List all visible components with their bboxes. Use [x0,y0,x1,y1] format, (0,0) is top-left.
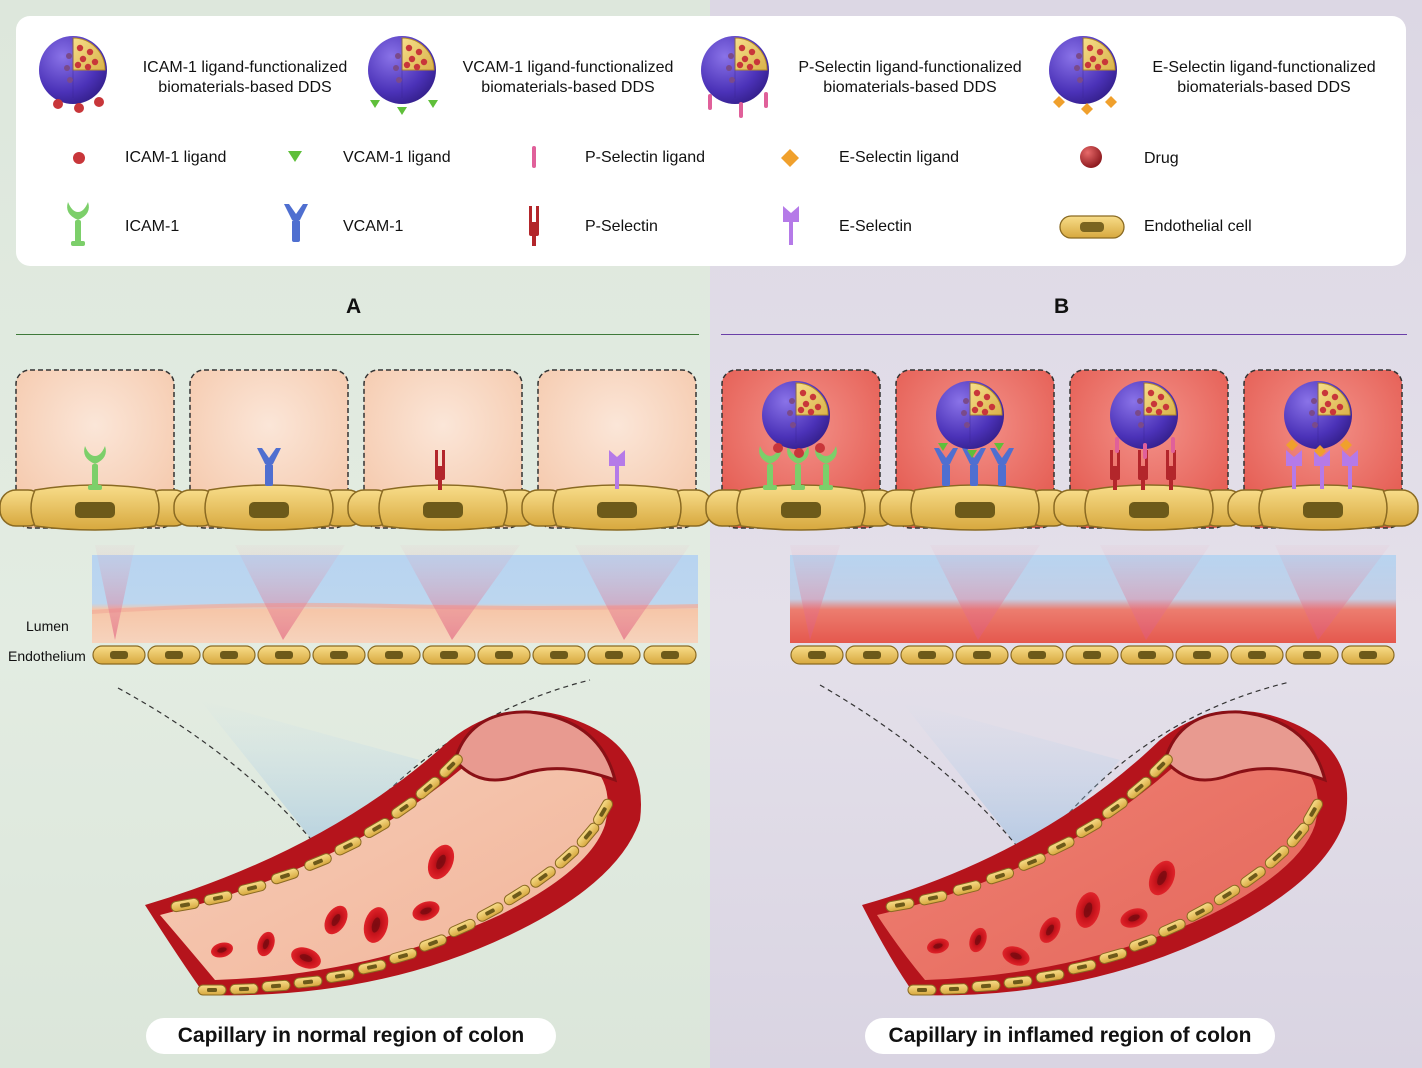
vcam-dds-label-line1: VCAM-1 ligand-functionalized [462,59,674,76]
psel-dds-label-line1: P-Selectin ligand-functionalized [798,59,1022,76]
panel-a-cones [95,545,690,640]
panel-a-letter: A [346,295,362,318]
panel-b-caption: Capillary in inflamed region of colon [865,1018,1275,1054]
panel-a-endothelium [92,645,697,665]
panel-b-cones [790,545,1390,640]
esel-receptor-label: E-Selectin [839,218,912,235]
drug-label: Drug [1144,150,1179,167]
vcam-dds-icon [367,35,438,115]
psel-dds-label-line2: biomaterials-based DDS [823,79,997,96]
panel-a-insets [0,369,713,531]
endothelium-label: Endothelium [8,648,86,664]
drug-symbol [1080,146,1102,168]
inset-b-icam [705,369,897,531]
panel-b-insets [705,369,1419,531]
inset-a-icam [0,369,191,531]
vcam-receptor-label: VCAM-1 [343,218,404,235]
vcam-dds-label: VCAM-1 ligand-functionalized biomaterial… [448,58,688,98]
panel-a-rule [16,334,699,335]
icam-dds-label: ICAM-1 ligand-functionalized biomaterial… [118,58,372,98]
vcam-ligand-symbol [288,151,302,162]
panel-b-rule [721,334,1407,335]
endothelial-cell-symbol [1059,215,1125,239]
panel-b-capillary [819,681,1348,996]
panel-a-caption: Capillary in normal region of colon [146,1018,556,1054]
psel-receptor-label: P-Selectin [585,218,658,235]
psel-dds-label: P-Selectin ligand-functionalized biomate… [782,58,1038,98]
esel-dds-icon [1048,35,1118,115]
esel-dds-label-line2: biomaterials-based DDS [1177,79,1351,96]
esel-dds-label-line1: E-Selectin ligand-functionalized [1152,59,1376,76]
inset-b-vcam [879,369,1071,531]
lumen-label: Lumen [26,618,69,634]
icam-dds-label-line2: biomaterials-based DDS [158,79,332,96]
endothelial-cell-label: Endothelial cell [1144,218,1252,235]
esel-ligand-label: E-Selectin ligand [839,149,960,166]
inset-a-vcam [173,369,365,531]
icam-ligand-label: ICAM-1 ligand [125,149,227,166]
psel-dds-icon [700,35,770,118]
inset-a-psel [347,369,539,531]
esel-dds-label: E-Selectin ligand-functionalized biomate… [1136,58,1392,98]
psel-ligand-symbol [532,146,536,168]
inset-a-esel [521,369,713,531]
icam-dds-label-line1: ICAM-1 ligand-functionalized [142,59,348,76]
legend-graphics [38,35,1125,246]
icam-ligand-symbol [73,152,85,164]
vcam-dds-label-line2: biomaterials-based DDS [481,79,655,96]
esel-ligand-symbol [781,149,799,167]
icam-receptor-label: ICAM-1 [125,218,180,235]
icam-dds-icon [38,35,108,113]
esel-receptor-symbol [783,206,799,245]
panel-a-capillary [117,679,641,996]
icam-receptor-symbol [67,202,89,246]
vcam-ligand-label: VCAM-1 ligand [343,149,451,166]
inset-b-psel [1053,369,1245,531]
panel-b-endothelium [790,645,1395,665]
inset-b-esel [1227,369,1419,531]
panel-b-letter: B [1054,295,1070,318]
vcam-receptor-symbol [284,204,308,242]
psel-receptor-symbol [529,206,539,246]
psel-ligand-label: P-Selectin ligand [585,149,706,166]
